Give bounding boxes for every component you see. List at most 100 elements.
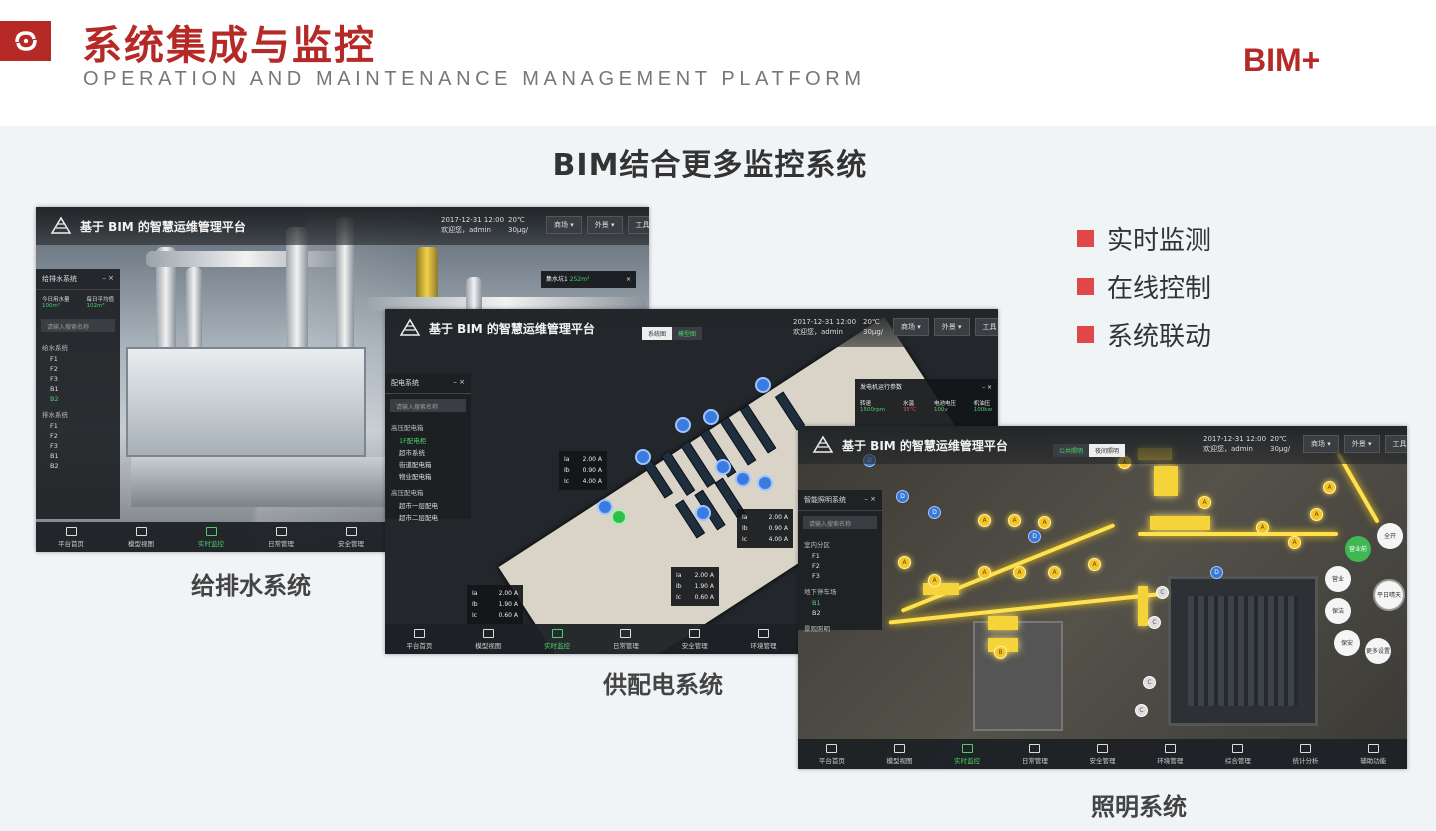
username[interactable]: admin [469,226,491,234]
caption-lighting: 照明系统 [1091,793,1187,821]
snowflake-icon [135,526,147,536]
lighting-side-panel: 智能照明系统– × 请输入搜索名称 室内分区 F1 F2 F3 地下停车场 B1… [798,490,882,633]
panel-close-icon[interactable]: – × [453,378,465,386]
alarm-icon [1097,743,1109,753]
toggle-public-lighting[interactable]: 公共照明 [1053,444,1090,457]
bar-chart-icon [1300,743,1312,753]
username[interactable]: admin [1231,445,1253,453]
chart-icon [961,743,973,753]
nav-home[interactable]: 平台首页 [36,522,106,552]
snowflake-icon [894,743,905,753]
nav-daily[interactable]: 日常管理 [591,624,660,654]
logo-icon [14,31,37,51]
building-logo-icon [812,435,834,453]
menu-exterior[interactable]: 外景 ▾ [933,318,970,336]
panel-close-icon[interactable]: – × [102,274,114,282]
brand-mark: BIM+ [1243,42,1321,78]
nav-daily[interactable]: 日常管理 [1001,739,1069,769]
tree-icon [1164,743,1176,753]
chart-icon [205,526,217,536]
panel-search-input[interactable]: 请输入搜索名称 [41,319,115,332]
cleaning-button[interactable]: 保洁 [1325,598,1351,624]
nav-model[interactable]: 模型视图 [454,624,523,654]
nav-statistics[interactable]: 统计分析 [1272,739,1340,769]
building-logo-icon [50,216,72,234]
weather-mode-dial[interactable]: 平日晴天 [1373,579,1405,611]
nav-monitor[interactable]: 实时监控 [933,739,1001,769]
layers-icon [620,628,632,638]
toggle-night-lighting[interactable]: 夜间照明 [1089,444,1126,457]
nav-safety[interactable]: 安全管理 [1069,739,1137,769]
snowflake-icon [482,628,494,638]
menu-tools[interactable]: 工具 ▾ [627,216,649,234]
monitor-icon [65,526,77,536]
user-info: 2017-12-31 12:00 欢迎您，admin [793,318,857,336]
nav-monitor[interactable]: 实时监控 [523,624,592,654]
app-title: 基于 BIM 的智慧运维管理平台 [80,220,246,234]
layers-icon [1029,743,1041,753]
nav-monitor[interactable]: 实时监控 [176,522,246,552]
toggle-system-diagram[interactable]: 系统图 [642,327,673,340]
tank-readout: 集水坑1 252m³× [541,271,636,288]
panel-search-input[interactable]: 请输入搜索名称 [390,399,466,412]
weather-info: 20℃ 30μg/ [1270,435,1291,453]
close-icon[interactable]: × [625,276,631,283]
menu-mall[interactable]: 商场 ▾ [546,216,582,234]
panel-search-input[interactable]: 请输入搜索名称 [803,516,877,529]
all-on-button[interactable]: 全开 [1377,523,1403,549]
weather-info: 20℃ 30μg/ [863,318,884,336]
bullet-icon [1077,277,1094,295]
weather-info: 20℃ 30μg/ [508,216,529,234]
page-title: 系统集成与监控 [82,23,376,69]
monitor-icon [826,743,838,753]
slide-header: 系统集成与监控 OPERATION AND MAINTENANCE MANAGE… [0,0,1436,126]
alarm-icon [689,628,701,638]
business-button[interactable]: 营业 [1325,566,1351,592]
company-logo [0,21,51,61]
security-button[interactable]: 保安 [1334,630,1360,656]
nav-daily[interactable]: 日常管理 [246,522,316,552]
nav-home[interactable]: 平台首页 [385,624,454,654]
building-logo-icon [399,318,421,336]
menu-tools[interactable]: 工具 ▾ [1384,435,1407,453]
nav-integrated[interactable]: 综合管理 [1204,739,1272,769]
grid-icon [1367,743,1379,753]
menu-tools[interactable]: 工具 ▾ [974,318,998,336]
lighting-system-screenshot: A A A A A A A A A A A A A A A B C C C C … [798,426,1407,769]
page-subtitle: OPERATION AND MAINTENANCE MANAGEMENT PLA… [83,68,866,90]
panel-close-icon[interactable]: – × [864,495,876,503]
power-side-panel: 配电系统– × 请输入搜索名称 高压配电箱 1F配电柜 超市系统 街道配电箱 物… [385,373,471,522]
menu-mall[interactable]: 商场 ▾ [1303,435,1339,453]
menu-exterior[interactable]: 外景 ▾ [1343,435,1380,453]
nav-safety[interactable]: 安全管理 [660,624,729,654]
nav-assist[interactable]: 辅助功能 [1339,739,1407,769]
nav-home[interactable]: 平台首页 [798,739,866,769]
caption-water: 给排水系统 [191,572,311,600]
close-icon[interactable]: – × [982,384,992,391]
feature-item: 系统联动 [1077,310,1211,358]
menu-mall[interactable]: 商场 ▾ [893,318,929,336]
bottom-nav: 平台首页 模型视图 实时监控 日常管理 安全管理 [36,522,386,552]
nav-environment[interactable]: 环境管理 [1136,739,1204,769]
username[interactable]: admin [821,328,843,336]
top-menus: 商场 ▾ 外景 ▾ 工具 ▾ [893,318,998,336]
pre-open-button[interactable]: 营业前 [1345,536,1371,562]
monitor-icon [413,628,425,638]
nav-safety[interactable]: 安全管理 [316,522,386,552]
chart-icon [551,628,563,638]
toggle-model-view[interactable]: 模型图 [672,327,703,340]
view-toggle: 系统图 模型图 [642,327,703,340]
nav-model[interactable]: 模型视图 [106,522,176,552]
alarm-icon [345,526,357,536]
top-menus: 商场 ▾ 外景 ▾ 工具 ▾ [1303,435,1407,453]
more-settings-button[interactable]: 更多设置 [1365,638,1391,664]
nav-model[interactable]: 模型视图 [866,739,934,769]
nav-environment[interactable]: 环境管理 [729,624,798,654]
menu-exterior[interactable]: 外景 ▾ [586,216,623,234]
layers-icon [275,526,287,536]
feature-item: 在线控制 [1077,262,1211,310]
